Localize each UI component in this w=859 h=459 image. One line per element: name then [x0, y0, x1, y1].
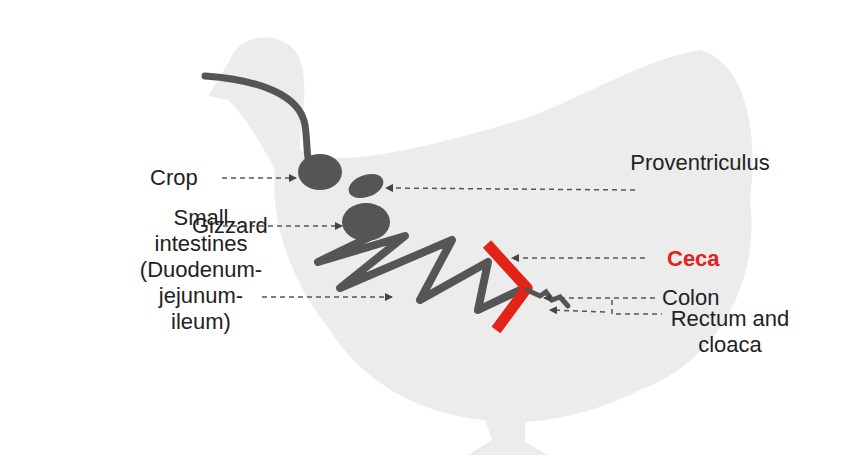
proventriculus-shape	[345, 170, 386, 203]
organ-label: Small intestines (Duodenum-jejunum-ileum…	[137, 205, 265, 335]
highlight-label: Ceca	[667, 246, 747, 272]
leader-lines	[222, 178, 662, 314]
organ-label: Crop	[150, 165, 230, 191]
organ-label: Proventriculus	[630, 150, 770, 176]
esophagus	[205, 76, 310, 165]
organ-label: Rectum and cloaca	[670, 306, 790, 358]
ceca-shape	[487, 244, 527, 330]
crop-shape	[298, 154, 342, 190]
